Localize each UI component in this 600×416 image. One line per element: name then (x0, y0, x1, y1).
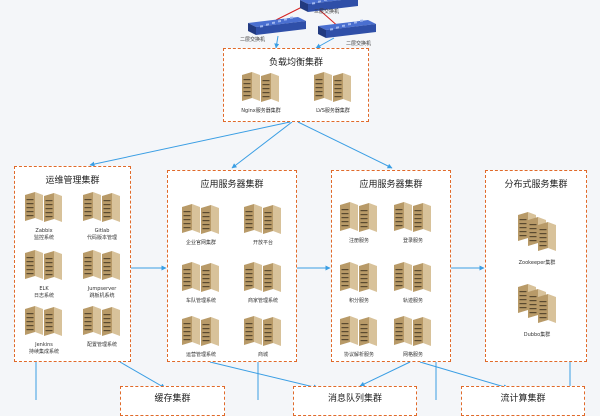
cluster-title: 流计算集群 (500, 394, 546, 404)
distributed-service-cluster: 分布式服务集群 Zookeeper集群 Dubbo集群 (485, 170, 587, 362)
node-label: 运营管理系统 (185, 352, 216, 358)
node-label: 商家管理系统 (247, 298, 278, 304)
cluster-title: 应用服务器集群 (200, 180, 264, 190)
server-icon (518, 212, 556, 251)
server-icon (394, 202, 431, 232)
app-server-cluster-1: 应用服务器集群 企业官网集群 开放平台 车队管理系统 商家管理系统 运营管理系统… (167, 170, 297, 362)
node-label: 开放平台 (252, 240, 273, 246)
server-icon (242, 72, 279, 102)
link-switch-right-lb (315, 37, 335, 49)
diagram-canvas (35, 0, 571, 400)
cluster-title: 负载均衡集群 (268, 58, 323, 68)
cluster-title: 缓存集群 (154, 394, 191, 404)
cluster-title: 消息队列集群 (327, 394, 382, 404)
server-node: LVS服务器集群 (298, 71, 368, 115)
server-node: 注册服务 (324, 201, 394, 245)
node-label: 企业官网集群 (185, 240, 216, 246)
server-node: Zookeeper集群 (502, 211, 572, 267)
link-lb-app1 (231, 121, 293, 169)
server-node: 运营管理系统 (166, 315, 236, 359)
server-icon (314, 72, 351, 102)
node-label: 配置管理系统 (86, 342, 117, 348)
server-icon (182, 316, 219, 346)
server-node: 企业官网集群 (166, 203, 236, 247)
server-node: Jumpserver 跳板机系统 (67, 249, 137, 300)
server-node: 协议解析服务 (324, 315, 394, 359)
server-icon (340, 316, 377, 346)
node-label: 登录服务 (402, 238, 423, 244)
cluster-title: 分布式服务集群 (504, 180, 568, 190)
node-label: 注册服务 (348, 238, 369, 244)
node-label: Zabbix 监控系统 (33, 228, 54, 241)
server-icon (25, 192, 62, 222)
node-label: Nginx服务器集群 (241, 108, 281, 114)
app-server-cluster-2: 应用服务器集群 注册服务 登录服务 积分服务 轨迹服务 协议解析服务 网格服务 (331, 170, 451, 362)
server-icon (340, 202, 377, 232)
server-node: 车队管理系统 (166, 261, 236, 305)
node-label: Zookeeper集群 (518, 260, 556, 266)
core-switch-label: 三层交换机 (314, 9, 340, 15)
server-icon (83, 306, 120, 336)
server-icon (83, 192, 120, 222)
node-label: 轨迹服务 (402, 298, 423, 304)
server-node: 开放平台 (228, 203, 298, 247)
server-icon (518, 284, 556, 323)
node-label: 协议解析服务 (343, 352, 374, 358)
node-label: ELK 日志系统 (33, 286, 54, 299)
server-node: 网格服务 (378, 315, 448, 359)
right-switch-label: 二层交换机 (346, 41, 372, 47)
server-node: 登录服务 (378, 201, 448, 245)
server-icon (182, 204, 219, 234)
server-node: 积分服务 (324, 261, 394, 305)
link-lb-app2 (297, 121, 393, 169)
left-switch-label: 二层交换机 (240, 37, 266, 43)
server-node: 配置管理系统 (67, 305, 137, 349)
server-node: ELK 日志系统 (9, 249, 79, 300)
link-app2-stream (419, 361, 509, 390)
server-node: Dubbo集群 (502, 283, 572, 339)
node-label: 积分服务 (348, 298, 369, 304)
server-icon (83, 250, 120, 280)
link-switch-left-lb (274, 35, 280, 49)
node-label: Jumpserver 跳板机系统 (87, 286, 117, 299)
stream-compute-cluster: 流计算集群 (461, 386, 585, 416)
server-icon (244, 316, 281, 346)
server-node: 商城 (228, 315, 298, 359)
server-icon (244, 262, 281, 292)
right-switch-icon (318, 19, 376, 38)
server-node: 轨迹服务 (378, 261, 448, 305)
server-icon (394, 316, 431, 346)
link-app1-cache (119, 361, 166, 389)
node-label: Jenkins 持续集成系统 (28, 342, 59, 355)
server-icon (340, 262, 377, 292)
cluster-title: 应用服务器集群 (359, 180, 423, 190)
message-queue-cluster: 消息队列集群 (293, 386, 417, 416)
node-label: Dubbo集群 (523, 332, 551, 338)
cluster-title: 运维管理集群 (45, 176, 100, 186)
node-label: Gitlab 代码版本管理 (86, 228, 117, 241)
ops-management-cluster: 运维管理集群 Zabbix 监控系统 Gitlab 代码版本管理 ELK 日志系… (14, 166, 131, 362)
cache-cluster: 缓存集群 (120, 386, 225, 416)
server-node: Zabbix 监控系统 (9, 191, 79, 242)
server-icon (394, 262, 431, 292)
server-node: Nginx服务器集群 (226, 71, 296, 115)
server-node: Jenkins 持续集成系统 (9, 305, 79, 356)
server-node: Gitlab 代码版本管理 (67, 191, 137, 242)
link-lb-ops (89, 121, 291, 167)
server-icon (25, 306, 62, 336)
server-icon (182, 262, 219, 292)
server-icon (25, 250, 62, 280)
server-node: 商家管理系统 (228, 261, 298, 305)
node-label: 商城 (257, 352, 268, 358)
link-app2-mq (359, 361, 411, 387)
node-label: 车队管理系统 (185, 298, 216, 304)
load-balancer-cluster: 负载均衡集群 Nginx服务器集群 LVS服务器集群 (223, 48, 369, 122)
node-label: 网格服务 (402, 352, 423, 358)
server-icon (244, 204, 281, 234)
node-label: LVS服务器集群 (316, 108, 350, 114)
link-app1-mq (209, 361, 319, 390)
